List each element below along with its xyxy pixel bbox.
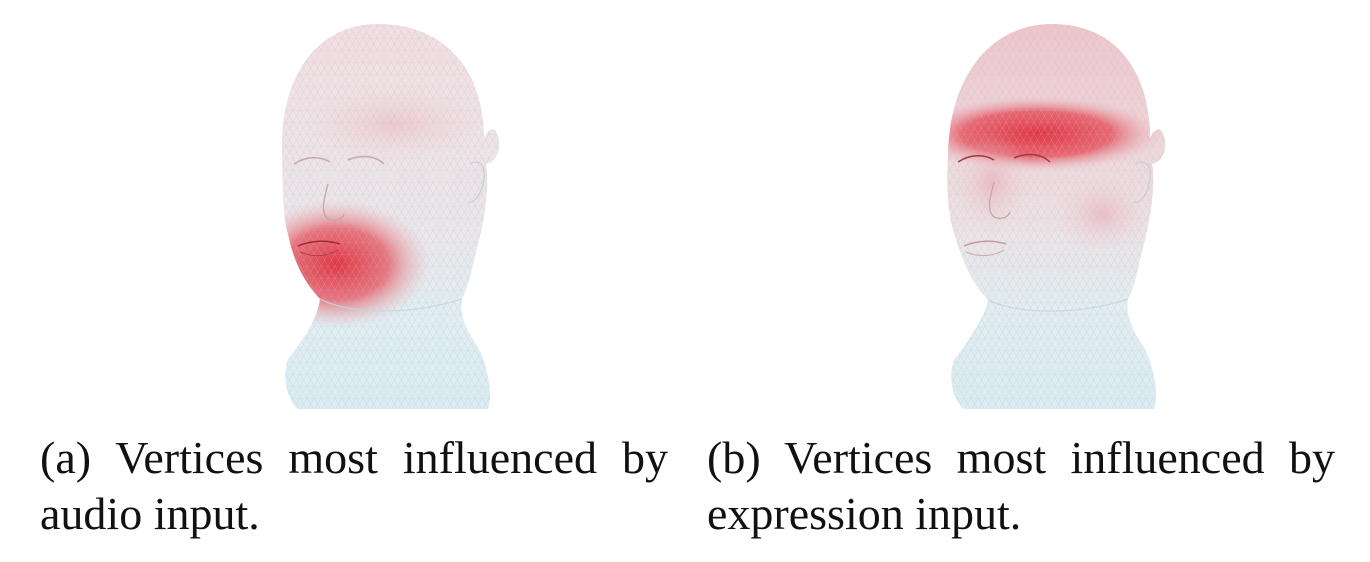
subfigure-b-caption: (b) Vertices most influenced by expressi… <box>707 430 1335 542</box>
caption-b-line-2: expression input. <box>707 488 1022 539</box>
caption-b-line-1: (b) Vertices most influenced by <box>707 432 1335 483</box>
head-mesh-render-b <box>922 14 1182 414</box>
subfigure-a: (a) Vertices most influenced by audio in… <box>40 0 680 562</box>
caption-a-line-2: audio input. <box>40 488 260 539</box>
head-mesh-expression-heatmap <box>947 24 1166 409</box>
head-mesh-render-a <box>258 14 518 414</box>
subfigure-b: (b) Vertices most influenced by expressi… <box>707 0 1347 562</box>
head-mesh-audio-heatmap <box>281 24 500 409</box>
caption-a-line-1: (a) Vertices most influenced by <box>40 432 668 483</box>
subfigure-a-caption: (a) Vertices most influenced by audio in… <box>40 430 668 542</box>
